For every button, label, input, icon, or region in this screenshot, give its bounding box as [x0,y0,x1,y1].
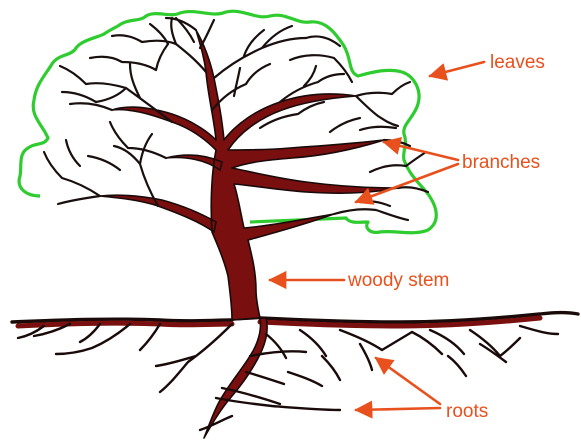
roots-arrow-upper [376,358,440,404]
roots [12,313,578,439]
label-leaves: leaves [430,52,545,76]
branches-arrow-upper [384,142,458,160]
woody-stem-label: woody stem [347,270,449,291]
label-branches: branches [356,142,540,202]
roots-arrow-lower [356,408,440,410]
label-roots: roots [356,358,488,422]
leaves-label: leaves [490,52,545,73]
label-woody-stem: woody stem [270,270,449,291]
roots-label: roots [446,401,488,422]
leaves-arrow [430,62,484,76]
branches-label: branches [462,152,540,173]
